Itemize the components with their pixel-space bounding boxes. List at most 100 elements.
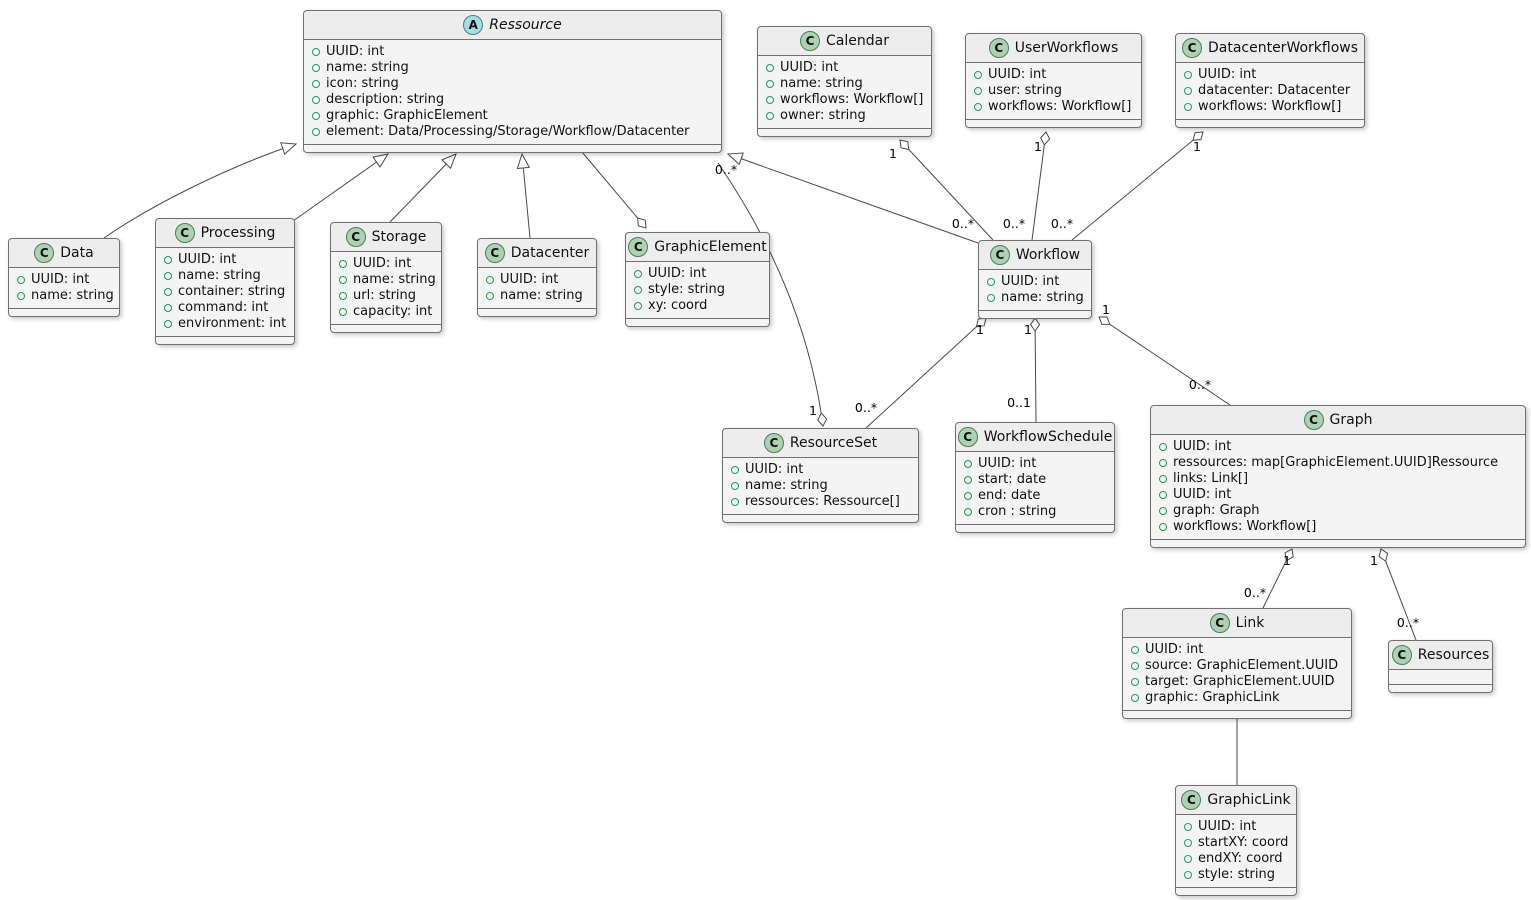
attribute-row: datacenter: Datacenter xyxy=(1184,83,1356,99)
field-visibility-icon xyxy=(1159,491,1167,499)
methods-compartment xyxy=(1176,888,1296,895)
attribute-text: endXY: coord xyxy=(1198,851,1283,866)
attribute-row: UUID: int xyxy=(1159,487,1517,503)
attribute-row: UUID: int xyxy=(1184,819,1288,835)
multiplicity-label: 1 xyxy=(889,146,897,161)
multiplicity-label: 0..* xyxy=(715,162,737,177)
class-name: Storage xyxy=(371,229,427,245)
attribute-row: UUID: int xyxy=(964,456,1106,472)
methods-compartment xyxy=(1151,540,1525,547)
multiplicity-label: 1 xyxy=(976,322,984,337)
attribute-row: workflows: Workflow[] xyxy=(1184,99,1356,115)
attribute-text: ressources: Ressource[] xyxy=(745,494,900,509)
edge-graph-links xyxy=(1262,548,1294,609)
attribute-text: UUID: int xyxy=(648,266,707,281)
field-visibility-icon xyxy=(164,304,172,312)
attribute-text: style: string xyxy=(1198,867,1276,882)
attribute-row: name: string xyxy=(766,76,923,92)
attribute-row: UUID: int xyxy=(766,60,923,76)
field-visibility-icon xyxy=(486,292,494,300)
methods-compartment xyxy=(304,145,721,152)
field-visibility-icon xyxy=(164,288,172,296)
class-icon: C xyxy=(1303,410,1324,430)
attribute-text: owner: string xyxy=(780,108,866,123)
attribute-row: start: date xyxy=(964,472,1106,488)
attribute-text: datacenter: Datacenter xyxy=(1198,83,1351,98)
attribute-row: style: string xyxy=(1184,867,1288,883)
attribute-text: description: string xyxy=(326,92,445,107)
multiplicity-label: 0..* xyxy=(1003,216,1025,231)
field-visibility-icon xyxy=(1131,646,1139,654)
methods-compartment xyxy=(156,337,294,344)
field-visibility-icon xyxy=(486,276,494,284)
attribute-row: links: Link[] xyxy=(1159,471,1517,487)
class-name: Calendar xyxy=(826,33,889,49)
attribute-row: url: string xyxy=(339,288,433,304)
edge-workflow-workflowschedule xyxy=(1029,317,1041,423)
field-visibility-icon xyxy=(339,276,347,284)
attribute-text: name: string xyxy=(31,288,114,303)
field-visibility-icon xyxy=(339,292,347,300)
multiplicity-label: 0..* xyxy=(1189,377,1211,392)
class-name: Data xyxy=(60,245,94,261)
edge-workflow-graph xyxy=(1098,316,1231,406)
field-visibility-icon xyxy=(974,71,982,79)
field-visibility-icon xyxy=(1184,87,1192,95)
attribute-row: name: string xyxy=(486,288,588,304)
field-visibility-icon xyxy=(987,294,995,302)
field-visibility-icon xyxy=(766,64,774,72)
field-visibility-icon xyxy=(1184,71,1192,79)
attribute-text: UUID: int xyxy=(780,60,839,75)
field-visibility-icon xyxy=(1159,459,1167,467)
attribute-text: url: string xyxy=(353,288,417,303)
edge-graph-resources xyxy=(1378,548,1417,641)
attribute-row: ressources: Ressource[] xyxy=(731,494,910,510)
attribute-row: style: string xyxy=(634,282,761,298)
edge-workflow-resourceset xyxy=(865,317,987,429)
field-visibility-icon xyxy=(974,87,982,95)
field-visibility-icon xyxy=(964,508,972,516)
attribute-text: graphic: GraphicElement xyxy=(326,108,488,123)
attribute-text: UUID: int xyxy=(978,456,1037,471)
class-name: UserWorkflows xyxy=(1014,40,1119,56)
field-visibility-icon xyxy=(987,278,995,286)
methods-compartment xyxy=(1389,685,1492,692)
edge-data-extends-ressource xyxy=(103,144,296,239)
attribute-text: name: string xyxy=(500,288,583,303)
attribute-row: name: string xyxy=(731,478,910,494)
attribute-text: workflows: Workflow[] xyxy=(780,92,924,107)
attribute-row: UUID: int xyxy=(1159,439,1517,455)
attribute-row: UUID: int xyxy=(987,274,1083,290)
attribute-row: name: string xyxy=(312,60,713,76)
attribute-row: capacity: int xyxy=(339,304,433,320)
attribute-row: UUID: int xyxy=(17,272,111,288)
attribute-row: UUID: int xyxy=(1131,642,1343,658)
field-visibility-icon xyxy=(766,96,774,104)
attribute-text: workflows: Workflow[] xyxy=(1198,99,1342,114)
multiplicity-label: 0..1 xyxy=(1007,395,1031,410)
multiplicity-label: 0..* xyxy=(1244,585,1266,600)
field-visibility-icon xyxy=(634,302,642,310)
field-visibility-icon xyxy=(634,270,642,278)
multiplicity-label: 1 xyxy=(1283,553,1291,568)
class-icon: C xyxy=(800,31,821,51)
